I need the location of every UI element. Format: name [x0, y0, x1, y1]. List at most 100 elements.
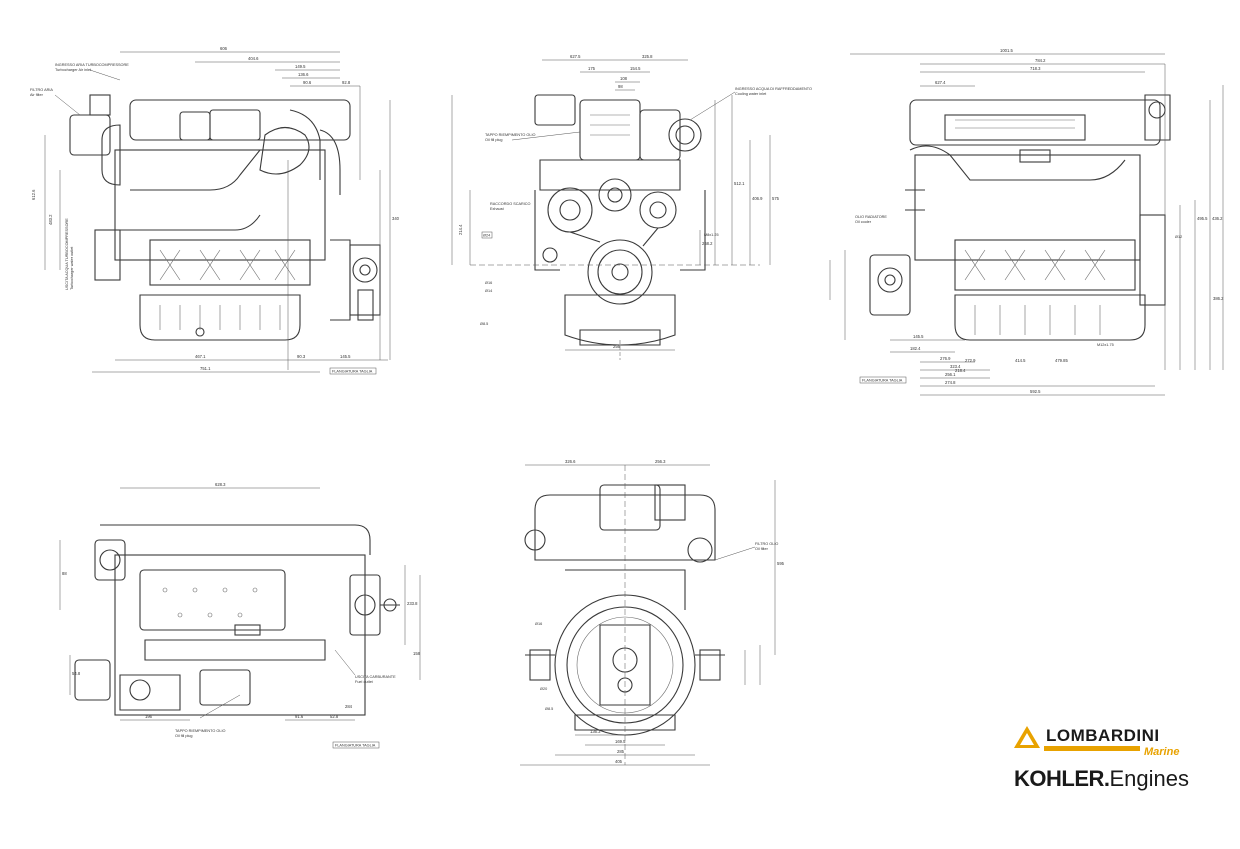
- dimension-label: 436.2: [1212, 216, 1223, 221]
- dimension-label: 272.9: [965, 358, 976, 363]
- dimension-label: 751.1: [200, 366, 211, 371]
- brand-logo: LOMBARDINI Marine KOHLER.Engines: [1014, 720, 1214, 800]
- callout-label: OLIO RADIATORE: [855, 215, 887, 219]
- dimension-label: 175: [588, 66, 596, 71]
- dimension-label: 196: [145, 714, 153, 719]
- dimension-label: 784.2: [1035, 58, 1046, 63]
- callout-label: Turbocharger Air inlet: [55, 68, 92, 72]
- engine-side-view-right-drawing: 1001.5 784.2 718.3 627.4: [829, 48, 1224, 396]
- lombardini-triangle-icon: [1014, 726, 1040, 748]
- engine-front-view: 627.5 325.8 175 154.5 108 98: [430, 40, 812, 370]
- dimension-label: 628.3: [215, 482, 226, 487]
- dimension-label: 276.9: [940, 356, 951, 361]
- callout-label: Oil cooler: [855, 220, 872, 224]
- dimension-label: Ø8.5: [480, 322, 488, 326]
- dimension-label: 512.1: [734, 181, 745, 186]
- dimension-label: 136.3: [590, 729, 601, 734]
- dimension-label: 404.6: [248, 56, 259, 61]
- dimension-label: 149.5: [295, 64, 306, 69]
- dimension-label: 414.5: [1015, 358, 1026, 363]
- dimension-label: 483.2: [48, 214, 53, 225]
- callout-label: TAPPO RIEMPIMENTO OLIO: [175, 729, 226, 733]
- dimension-label: Ø16: [535, 622, 542, 626]
- callout-label: Oil fill plug: [485, 138, 503, 142]
- dimension-label: 98: [618, 84, 623, 89]
- dimension-label: 214.4: [458, 224, 463, 235]
- dimension-label: 340: [392, 216, 400, 221]
- dimension-label: Ø20: [540, 687, 547, 691]
- dimension-label: 154.5: [630, 66, 641, 71]
- dimension-label: 52.8: [330, 714, 339, 719]
- dimension-label: 386.2: [1213, 296, 1224, 301]
- engine-top-view-drawing: 628.3 233.8 158 88 54.8 1: [59, 482, 421, 749]
- dimension-label: 136.6: [298, 72, 309, 77]
- dimension-label: 718.3: [1030, 66, 1041, 71]
- dimension-label: 145.5: [913, 334, 924, 339]
- dimension-label: 88: [62, 571, 67, 576]
- dimension-label: 575: [772, 196, 780, 201]
- engine-rear-view-drawing: 326.6 256.3 595 136.3 169.5 285 405 Ø: [520, 459, 785, 766]
- callout-label: Fuel outlet: [355, 680, 374, 684]
- dimension-label: 256: [613, 344, 621, 349]
- dimension-label: 169.5: [615, 739, 626, 744]
- dimension-label: 108: [620, 76, 628, 81]
- kohler-brand: KOHLER.: [1014, 766, 1110, 791]
- dimension-label: 92.8: [342, 80, 351, 85]
- dimension-label: 323.4: [950, 364, 961, 369]
- dimension-label: 592.5: [1030, 389, 1041, 394]
- dimension-label: 405: [615, 759, 623, 764]
- dimension-label: 54.8: [72, 671, 81, 676]
- engine-side-view-left: 606 404.6 149.5 136.6 90.6 92.8: [20, 40, 410, 385]
- dimension-label: 233.8: [407, 601, 418, 606]
- dimension-label: 467.1: [195, 354, 206, 359]
- callout-label: Exhaust: [490, 207, 505, 211]
- dimension-label: 90.3: [297, 354, 306, 359]
- callout-label: Oil filter: [755, 547, 769, 551]
- dimension-label: 495.5: [1197, 216, 1208, 221]
- engine-rear-view: 326.6 256.3 595 136.3 169.5 285 405 Ø: [505, 455, 795, 770]
- dimension-label: M8x1.25: [704, 233, 719, 237]
- dimension-label: 406.9: [752, 196, 763, 201]
- callout-label: FLANGIATURA TAGLIA: [332, 370, 373, 374]
- callout-label: RACCORDO SCARICO: [490, 202, 531, 206]
- engine-front-view-drawing: 627.5 325.8 175 154.5 108 98: [451, 54, 812, 360]
- dimension-label: 1001.5: [1000, 48, 1013, 53]
- callout-label: INGRESSO ACQUA DI RAFFREDDAMENTO: [735, 87, 812, 91]
- dimension-label: 91.6: [295, 714, 304, 719]
- callout-label: FLANGIATURA TAGLIA: [862, 379, 903, 383]
- lombardini-marine-logo: LOMBARDINI Marine: [1014, 724, 1214, 758]
- callout-label: TAPPO RIEMPIMENTO OLIO: [485, 133, 536, 137]
- dimension-label: Ø16: [485, 281, 492, 285]
- dimension-label: 627.4: [935, 80, 946, 85]
- dimension-label: 479.85: [1055, 358, 1068, 363]
- dimension-label: 182.4: [910, 346, 921, 351]
- kohler-engines-logo: KOHLER.Engines: [1014, 766, 1189, 792]
- lombardini-marine: Marine: [1144, 746, 1180, 758]
- dimension-label: 326.6: [565, 459, 576, 464]
- engine-side-view-left-drawing: 606 404.6 149.5 136.6 90.6 92.8: [30, 46, 400, 375]
- dimension-label: 284: [345, 704, 353, 709]
- callout-label: USCITA ACQUA TURBOCOMPRESSORE: [65, 218, 69, 290]
- callout-label: Turbocharger water outlet: [70, 246, 74, 290]
- dimension-label: 268.2: [702, 241, 713, 246]
- callout-label: FILTRO OLIO: [755, 542, 778, 546]
- dimension-label: 218.4: [955, 368, 966, 373]
- dimension-label: 158: [413, 651, 421, 656]
- callout-label: USCITA CARBURANTE: [355, 675, 396, 679]
- callout-label: FILTRO ARIA: [30, 88, 53, 92]
- callout-label: Air filter: [30, 93, 44, 97]
- dimension-label: 612.6: [31, 189, 36, 200]
- dimension-label: 256.1: [945, 372, 956, 377]
- dimension-label: 325.8: [642, 54, 653, 59]
- lombardini-brand: LOMBARDINI: [1046, 726, 1160, 745]
- callout-label: Oil fill plug: [175, 734, 193, 738]
- dimension-label: 90.6: [303, 80, 312, 85]
- dimension-label: 274.8: [945, 380, 956, 385]
- dimension-label: Ø8.5: [545, 707, 553, 711]
- dimension-label: Ø14: [485, 289, 492, 293]
- dimension-label: 606: [220, 46, 228, 51]
- callout-label: FLANGIATURA TAGLIA: [335, 744, 376, 748]
- dimension-label: 285: [617, 749, 625, 754]
- dimension-label: 145.5: [340, 354, 351, 359]
- lombardini-stripe: [1044, 746, 1140, 751]
